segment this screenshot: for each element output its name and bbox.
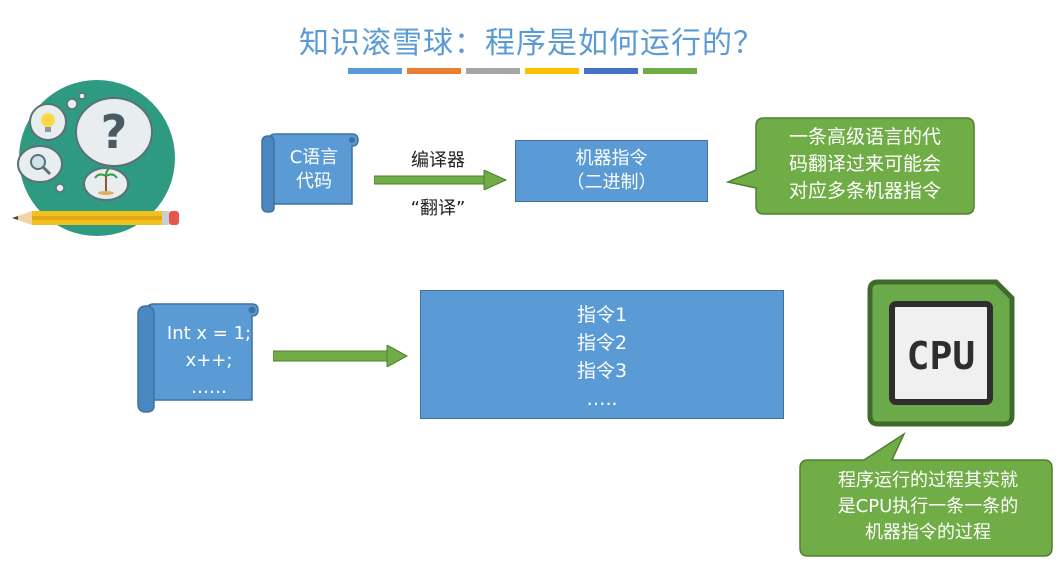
cpu-label: CPU — [907, 334, 976, 378]
program-code-label: Int x = 1; x++; …… — [156, 320, 262, 401]
accent-bar — [407, 68, 461, 74]
callout-line: 是CPU执行一条一条的 — [837, 496, 1019, 517]
page-title: 知识滚雪球：程序是如何运行的？ — [299, 26, 764, 61]
callout-line: 程序运行的过程其实就 — [838, 470, 1018, 491]
callout-line: 码翻译过来可能会 — [788, 153, 941, 175]
question-mark-icon: ? — [75, 97, 153, 167]
callout-line: 对应多条机器指令 — [788, 180, 941, 202]
execute-arrow — [273, 345, 409, 367]
compile-callout-bubble — [725, 117, 975, 215]
callout-line: 机器指令的过程 — [865, 522, 991, 543]
code-line: …… — [191, 377, 227, 398]
code-line: Int x = 1; — [166, 323, 252, 344]
accent-bar — [584, 68, 638, 74]
cpu-chip-icon: CPU — [867, 279, 1015, 427]
program-code-scroll — [137, 303, 259, 413]
instruction-list-box: 指令1 指令2 指令3 ….. — [420, 290, 784, 419]
accent-bar — [643, 68, 697, 74]
source-code-scroll — [261, 133, 359, 213]
execute-callout-bubble — [799, 432, 1053, 557]
source-code-label: C语言 代码 — [274, 146, 354, 194]
magnifier-icon — [17, 145, 63, 183]
instruction-item: ….. — [586, 388, 618, 410]
compiler-label: 编译器 — [411, 150, 465, 171]
accent-bar — [348, 68, 402, 74]
instruction-item: 指令3 — [576, 360, 628, 382]
execute-callout-text: 程序运行的过程其实就 是CPU执行一条一条的 机器指令的过程 — [806, 468, 1050, 546]
machine-code-title: 机器指令 — [575, 148, 648, 169]
svg-text:?: ? — [101, 105, 128, 159]
instruction-list: 指令1 指令2 指令3 ….. — [421, 301, 783, 413]
machine-code-box: 机器指令 （二进制） — [515, 140, 708, 202]
accent-bar — [466, 68, 520, 74]
instruction-item: 指令2 — [576, 332, 628, 354]
source-code-line: C语言 — [289, 147, 339, 168]
callout-line: 一条高级语言的代 — [788, 126, 941, 148]
lightbulb-icon — [29, 103, 67, 141]
instruction-item: 指令1 — [576, 304, 628, 326]
compile-arrow — [374, 170, 508, 190]
thinking-head-icon: ? — [12, 80, 179, 236]
pencil-icon — [12, 211, 179, 225]
machine-code-subtitle: （二进制） — [566, 172, 657, 193]
palm-tree-icon — [83, 167, 129, 201]
translate-label: “翻译” — [410, 198, 466, 219]
accent-bar — [525, 68, 579, 74]
code-line: x++; — [185, 350, 233, 371]
compile-callout-text: 一条高级语言的代 码翻译过来可能会 对应多条机器指令 — [758, 124, 972, 205]
source-code-line: 代码 — [296, 171, 332, 192]
